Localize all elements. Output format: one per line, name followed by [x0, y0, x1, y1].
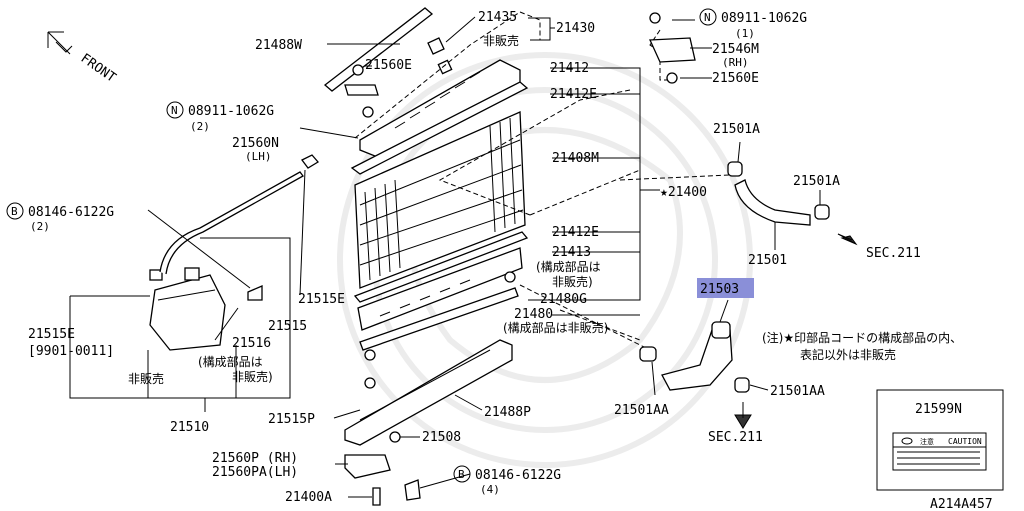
- label-21508: 21508: [422, 430, 461, 445]
- label-21412e-top: 21412E: [550, 87, 597, 102]
- label-21488p: 21488P: [484, 405, 531, 420]
- label-qty4-right: (4): [480, 483, 500, 496]
- front-label: FRONT: [78, 51, 119, 86]
- label-n-left: N: [171, 104, 178, 117]
- label-21480: 21480: [514, 307, 553, 322]
- label-hibanbai-3: 非販売): [232, 369, 273, 384]
- leader-lines: [69, 16, 821, 498]
- bolt-08146-right: [404, 479, 421, 501]
- label-21501aa-left: 21501AA: [614, 403, 669, 418]
- seal-strip-21480: [359, 287, 519, 351]
- label-21515e-top: 21515E: [298, 292, 345, 307]
- label-21412: 21412: [550, 61, 589, 76]
- washer-a: [364, 349, 376, 361]
- bushing-21508: [389, 431, 401, 443]
- label-b-left: B: [11, 205, 18, 218]
- label-kosei-1: (構成部品は: [536, 259, 601, 274]
- note-line2: 表記以外は非販売: [800, 347, 896, 362]
- label-08911-left: 08911-1062G: [188, 104, 274, 119]
- front-arrow-icon: [47, 31, 73, 55]
- label-sec211-bot: SEC.211: [708, 430, 763, 445]
- bolt-21400a: [372, 487, 381, 506]
- label-hibanbai-top: 非販売: [483, 33, 519, 48]
- label-hibanbai-tank: 非販売: [128, 371, 164, 386]
- seal-strip-21488w: [323, 7, 434, 92]
- label-21599n: 21599N: [915, 402, 962, 417]
- caution-chu: 注意: [920, 437, 934, 446]
- label-21413: 21413: [552, 245, 591, 260]
- nut-top-left: [352, 64, 364, 76]
- label-21560pa: 21560PA(LH): [212, 465, 298, 480]
- label-rh-right: (RH): [722, 56, 749, 69]
- label-21501a-mid: 21501A: [793, 174, 840, 189]
- label-date-range: [9901-0011]: [28, 344, 114, 359]
- washer-b: [364, 377, 376, 389]
- label-21515p: 21515P: [268, 412, 315, 427]
- bracket-21560e-left: [344, 84, 379, 96]
- label-n-right: N: [704, 11, 711, 24]
- label-21501a-top: 21501A: [713, 122, 760, 137]
- label-08146-right: 08146-6122G: [475, 468, 561, 483]
- label-21412e-mid: 21412E: [552, 225, 599, 240]
- n-circle-left-icon: [166, 101, 184, 119]
- mid-seal-21412e: [353, 231, 529, 303]
- label-21435: 21435: [478, 10, 517, 25]
- top-seal-21412e: [350, 81, 529, 175]
- highlight-21503: [697, 278, 754, 298]
- label-21515e-bot: 21515E: [28, 327, 75, 342]
- bolt-08146-left: [247, 285, 263, 301]
- radiator-bottom-tank: [357, 247, 523, 331]
- label-qty1-right: (1): [735, 27, 755, 40]
- bushing-right: [666, 72, 678, 84]
- mount-21560p: [344, 454, 391, 479]
- label-kosei-2: (構成部品は非販売): [503, 320, 608, 335]
- label-21408m: 21408M: [552, 151, 599, 166]
- note-line1: (注)★印部品コードの構成部品の内、: [762, 330, 962, 345]
- label-21560e-right: 21560E: [712, 71, 759, 86]
- label-08911-right: 08911-1062G: [721, 11, 807, 26]
- label-lh-left: (LH): [245, 150, 272, 163]
- label-21516: 21516: [232, 336, 271, 351]
- lower-bracket-21488p: [344, 339, 513, 446]
- bushing-left: [362, 106, 374, 118]
- reservoir-tank: [149, 171, 304, 351]
- nut-top-right: [649, 12, 661, 24]
- label-21430: 21430: [556, 21, 595, 36]
- label-qty2-left: (2): [190, 120, 210, 133]
- label-21560e-left: 21560E: [365, 58, 412, 73]
- caution-text: CAUTION: [948, 437, 982, 446]
- bracket-21546m: [649, 37, 696, 63]
- sec211-arrow-top-shaft: [837, 233, 857, 245]
- label-sec211-top: SEC.211: [866, 246, 921, 261]
- label-21510: 21510: [170, 420, 209, 435]
- label-hibanbai-1: 非販売): [552, 274, 593, 289]
- n-circle-right-icon: [699, 8, 717, 26]
- b-circle-right-icon: [453, 465, 471, 483]
- upper-hose-21501: [727, 161, 830, 226]
- caution-label-box: [876, 389, 1004, 491]
- clip-21515e: [301, 154, 319, 169]
- label-21400a: 21400A: [285, 490, 332, 505]
- label-kosei-3: (構成部品は: [198, 354, 263, 369]
- label-21503[interactable]: 21503: [700, 282, 739, 297]
- label-21488w: 21488W: [255, 38, 302, 53]
- label-21560p: 21560P (RH): [212, 451, 298, 466]
- label-b-right: B: [458, 468, 465, 481]
- dashed-leaders: [354, 11, 731, 351]
- label-21501: 21501: [748, 253, 787, 268]
- figure-code: A214A457: [930, 497, 993, 511]
- label-21400: ★21400: [660, 185, 707, 200]
- label-08146-left: 08146-6122G: [28, 205, 114, 220]
- b-circle-left-icon: [6, 202, 24, 220]
- label-21560n: 21560N: [232, 136, 279, 151]
- label-21480g: 21480G: [540, 292, 587, 307]
- label-21515: 21515: [268, 319, 307, 334]
- label-21501aa-right: 21501AA: [770, 384, 825, 399]
- label-qty2-b-left: (2): [30, 220, 50, 233]
- label-21546m: 21546M: [712, 42, 759, 57]
- lower-hose-21503: [639, 321, 750, 393]
- caution-warning-icon: [901, 437, 913, 445]
- grommet-21480g: [504, 271, 516, 283]
